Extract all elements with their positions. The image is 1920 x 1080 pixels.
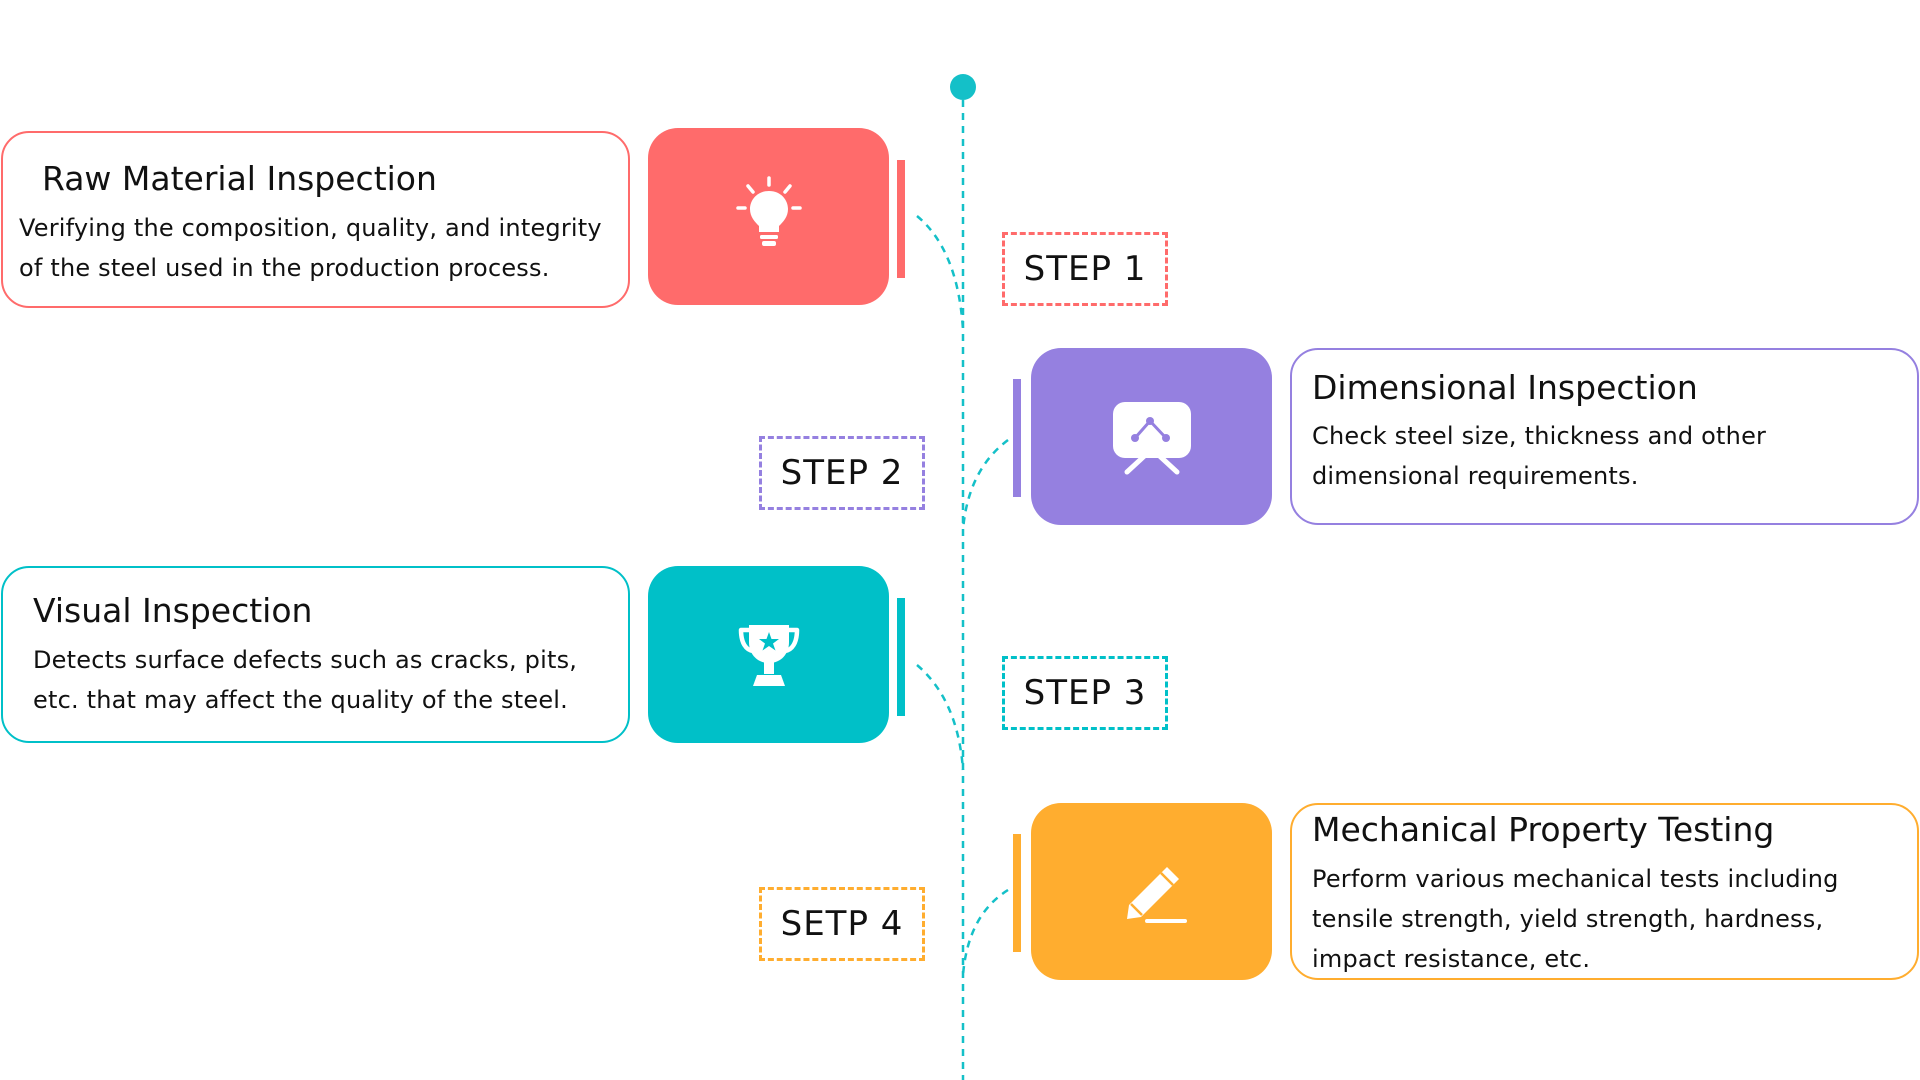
step-2-card: Dimensional Inspection Check steel size,…: [1290, 348, 1919, 525]
step-2-accent-bar: [1013, 379, 1021, 497]
step-3-icon-tile: [648, 566, 889, 743]
step-2-icon-tile: [1031, 348, 1272, 525]
step-3-card: Visual Inspection Detects surface defect…: [1, 566, 630, 743]
step-4-title: Mechanical Property Testing: [1312, 810, 1775, 849]
step-1-label: STEP 1: [1002, 232, 1168, 306]
step-2-label: STEP 2: [759, 436, 925, 510]
step-1-title: Raw Material Inspection: [42, 159, 437, 198]
step-4-description: Perform various mechanical tests includi…: [1312, 865, 1839, 973]
connector-step-2: [961, 439, 1009, 531]
step-3-accent-bar: [897, 598, 905, 716]
connector-step-1: [916, 215, 965, 331]
step-1-description: Verifying the composition, quality, and …: [19, 214, 602, 282]
connector-step-4: [961, 888, 1009, 976]
timeline-start-dot: [950, 74, 976, 100]
step-4-accent-bar: [1013, 834, 1021, 952]
monitor-chart-icon: [1112, 401, 1191, 474]
step-4-label: SETP 4: [759, 887, 925, 961]
connector-step-3: [916, 664, 965, 771]
lightbulb-icon: [735, 175, 802, 246]
step-2-description: Check steel size, thickness and other di…: [1312, 422, 1767, 490]
step-3-description: Detects surface defects such as cracks, …: [33, 646, 578, 714]
step-1-accent-bar: [897, 160, 905, 278]
step-1-icon-tile: [648, 128, 889, 305]
step-3-label: STEP 3: [1002, 656, 1168, 730]
step-4-card: Mechanical Property Testing Perform vari…: [1290, 803, 1919, 980]
step-1-card: Raw Material Inspection Verifying the co…: [1, 131, 630, 308]
pencil-icon: [1126, 866, 1187, 923]
step-3-title: Visual Inspection: [33, 591, 313, 630]
step-2-title: Dimensional Inspection: [1312, 368, 1698, 407]
trophy-icon: [738, 624, 799, 686]
step-4-icon-tile: [1031, 803, 1272, 980]
